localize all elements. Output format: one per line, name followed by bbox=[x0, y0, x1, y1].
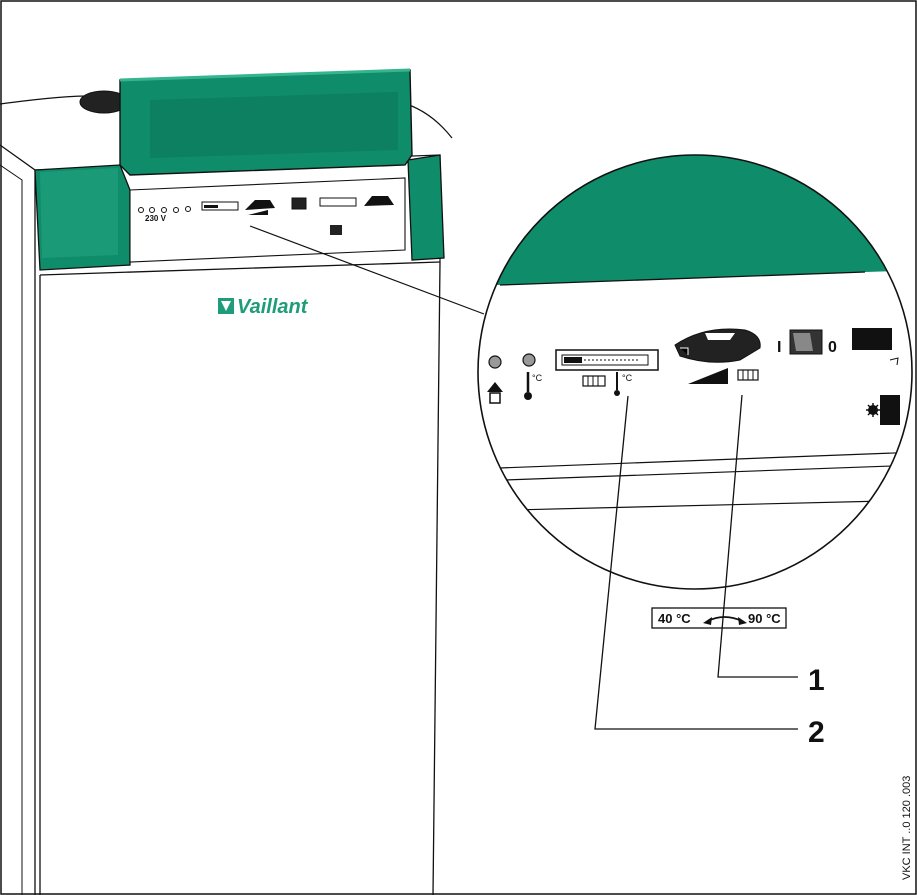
callout-number-2: 2 bbox=[808, 716, 825, 749]
temperature-range-label: 40 °C 90 °C bbox=[651, 607, 787, 629]
indicator-lamp-2 bbox=[522, 353, 536, 367]
right-cover-cap bbox=[407, 154, 445, 261]
celsius-label-1: °C bbox=[532, 373, 543, 383]
main-switch: I 0 bbox=[777, 329, 837, 356]
thermometer-icon: °C bbox=[524, 372, 543, 400]
range-max: 90 °C bbox=[748, 611, 781, 626]
voltage-label: 230 V bbox=[145, 214, 167, 223]
switch-off-label: 0 bbox=[828, 339, 837, 356]
thermometer-icon-small: °C bbox=[614, 372, 633, 396]
magnifier-pointer bbox=[249, 225, 485, 315]
switch-on-label: I bbox=[777, 339, 781, 356]
magnifier-circle bbox=[477, 154, 913, 590]
chimney-icon bbox=[487, 382, 503, 404]
figure-code: VKC INT ..0 120 .003 bbox=[901, 776, 913, 880]
control-panel-small: 230 V bbox=[129, 177, 406, 263]
wedge-icon bbox=[688, 368, 728, 384]
vaillant-logo: Vaillant bbox=[218, 296, 309, 318]
left-cover-cap bbox=[34, 164, 131, 271]
tap-icon bbox=[889, 357, 899, 366]
front-flap-open bbox=[119, 68, 413, 176]
logo-text: Vaillant bbox=[237, 296, 309, 318]
callout-1: 1 bbox=[717, 394, 825, 697]
indicator-lamp-1 bbox=[488, 355, 502, 369]
celsius-label-2: °C bbox=[622, 373, 633, 383]
magnified-panel: °C °C bbox=[478, 155, 912, 589]
radiator-icon bbox=[582, 375, 606, 387]
callout-number-1: 1 bbox=[808, 664, 825, 697]
radiator-icon-2 bbox=[737, 369, 759, 381]
snowflake-icon bbox=[866, 403, 880, 417]
temperature-display bbox=[555, 349, 659, 371]
range-min: 40 °C bbox=[658, 611, 691, 626]
flow-temperature-dial bbox=[674, 328, 761, 363]
callout-2: 2 bbox=[594, 395, 825, 749]
